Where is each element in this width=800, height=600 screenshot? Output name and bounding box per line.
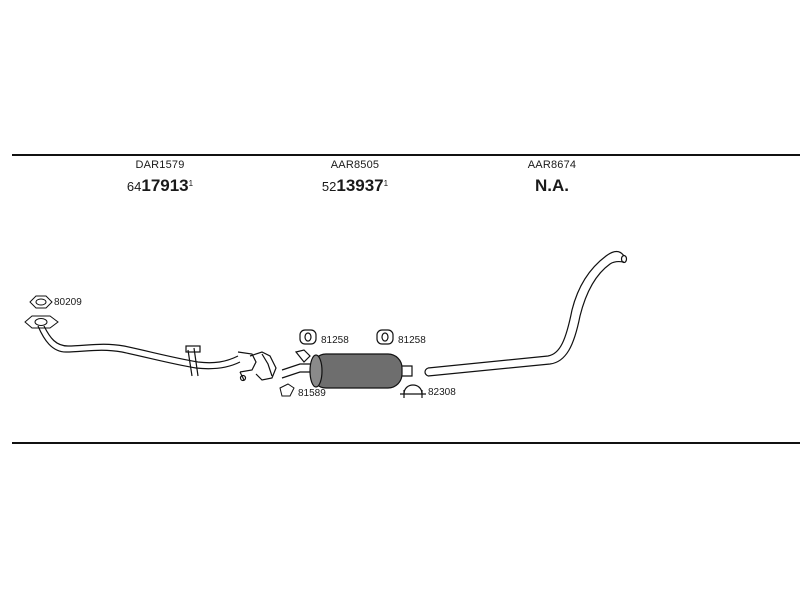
callout-clamp: 82308	[428, 387, 456, 398]
part-number: 64179131	[100, 177, 220, 194]
callout-hanger: 81589	[298, 388, 326, 399]
part-number-suffix: 1	[383, 179, 389, 188]
front-pipe-icon	[37, 325, 277, 382]
hanger-bracket-icon	[279, 383, 295, 397]
callout-mount-left: 81258	[321, 335, 349, 346]
part-header-muffler: AAR8505 52139371	[295, 159, 415, 195]
part-number-prefix: 52	[321, 179, 337, 194]
tail-pipe-icon	[424, 250, 628, 377]
front-pipe-flange-icon	[24, 315, 59, 329]
rubber-mount-icon	[299, 329, 317, 345]
rubber-mount-icon	[376, 329, 394, 345]
muffler-icon	[281, 349, 413, 389]
part-code: AAR8505	[330, 159, 380, 171]
bottom-divider	[12, 442, 800, 444]
part-header-tail-pipe: AAR8674 N.A.	[492, 159, 612, 195]
part-code: AAR8674	[527, 159, 577, 171]
gasket-icon	[29, 295, 53, 309]
part-code: DAR1579	[135, 159, 185, 171]
part-number-main: 17913	[141, 176, 189, 195]
part-number-main: 13937	[336, 176, 384, 195]
clamp-icon	[400, 384, 426, 398]
part-number-na: N.A.	[535, 176, 569, 195]
callout-gasket: 80209	[54, 297, 82, 308]
top-divider	[12, 154, 800, 156]
callout-mount-right: 81258	[398, 335, 426, 346]
part-number-prefix: 64	[126, 179, 142, 194]
part-header-front-pipe: DAR1579 64179131	[100, 159, 220, 195]
part-number: 52139371	[295, 177, 415, 194]
part-number-suffix: 1	[188, 179, 194, 188]
